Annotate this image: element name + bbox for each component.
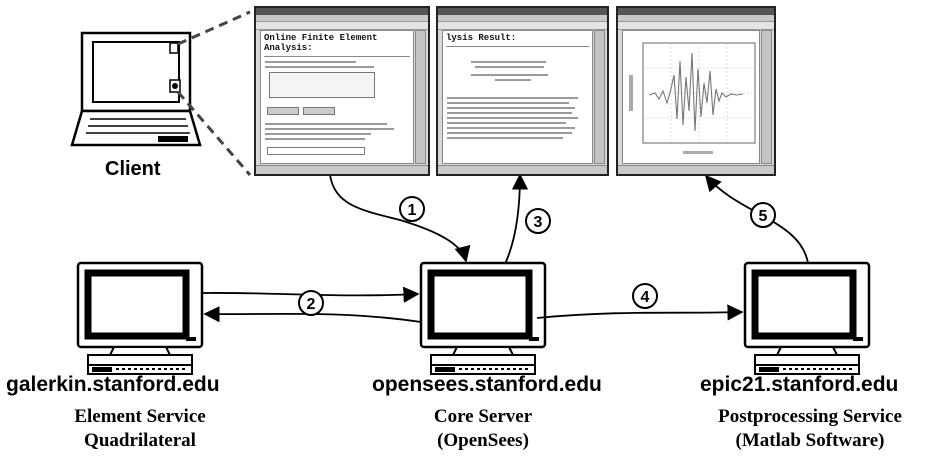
- svg-text:3: 3: [534, 214, 543, 231]
- galerkin-service-line1: Element Service: [74, 406, 206, 427]
- epic21-service-label: Postprocessing Service (Matlab Software): [690, 405, 930, 453]
- step-3-badge: 3: [525, 208, 551, 234]
- galerkin-hostname: galerkin.stanford.edu: [6, 373, 220, 396]
- epic21-computer-icon: [743, 261, 871, 375]
- galerkin-service-line2: Quadrilateral: [84, 430, 196, 451]
- epic21-service-line1: Postprocessing Service: [718, 406, 902, 427]
- opensees-service-label: Core Server (OpenSees): [383, 405, 583, 453]
- step-2-badge: 2: [298, 290, 324, 316]
- client-label: Client: [105, 158, 161, 180]
- analysis-result-title: lysis Result:: [446, 33, 517, 43]
- opensees-computer-icon: [419, 261, 547, 375]
- zoom-connector-top: [177, 10, 251, 46]
- analysis-result-screenshot: lysis Result:: [436, 6, 609, 176]
- svg-text:4: 4: [641, 289, 650, 306]
- zoom-connector-bottom: [176, 91, 252, 176]
- svg-text:1: 1: [408, 202, 417, 219]
- arrow-4: [536, 304, 744, 321]
- opensees-service-line1: Core Server: [433, 406, 533, 427]
- arrow-1: [329, 174, 471, 263]
- epic21-hostname: epic21.stanford.edu: [700, 373, 899, 396]
- step-5-badge: 5: [750, 202, 776, 228]
- svg-text:5: 5: [759, 208, 768, 225]
- galerkin-computer-icon: [76, 261, 204, 375]
- galerkin-service-label: Element Service Quadrilateral: [40, 405, 240, 453]
- response-plot-thumbnail: [629, 42, 756, 154]
- opensees-hostname: opensees.stanford.edu: [372, 373, 602, 396]
- client-laptop-icon: [70, 31, 202, 147]
- input-form-screenshot: Online Finite Element Analysis:: [254, 6, 430, 176]
- epic21-service-line2: (Matlab Software): [735, 430, 885, 451]
- input-form-title: Online Finite Element Analysis:: [264, 33, 378, 53]
- step-1-badge: 1: [399, 196, 425, 222]
- step-4-badge: 4: [632, 283, 658, 309]
- opensees-service-line2: (OpenSees): [437, 430, 529, 451]
- arrow-3: [504, 173, 529, 265]
- plot-screenshot: [616, 6, 776, 176]
- svg-text:2: 2: [307, 296, 316, 313]
